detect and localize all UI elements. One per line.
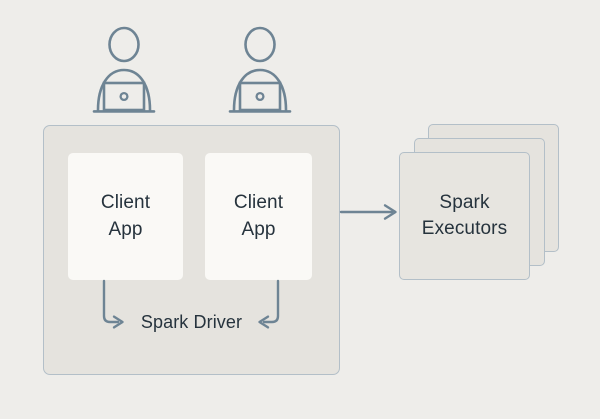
client-app-card[interactable]: Client App: [68, 153, 183, 280]
client-app-label-line1: Client: [100, 192, 151, 214]
spark-executors-label: Spark Executors: [400, 153, 529, 279]
executor-card-front[interactable]: Spark Executors: [399, 152, 530, 280]
spark-executors-label-line2: Executors: [421, 218, 508, 239]
client-app-label-line2: App: [108, 218, 143, 240]
spark-executors-label-line1: Spark: [439, 191, 490, 213]
client-app-label-line2: App: [241, 218, 276, 240]
person-with-laptop-glyph: [92, 26, 156, 113]
person-with-laptop-glyph: [228, 26, 292, 113]
spark-executors-stack[interactable]: Spark Executors: [399, 124, 559, 282]
person-with-laptop-icon: [222, 26, 298, 114]
person-with-laptop-icon: [86, 26, 162, 114]
spark-driver-label: Spark Driver: [140, 312, 243, 332]
client-app-label-line1: Client: [233, 192, 284, 214]
arrow-driver-to-executors: [339, 204, 397, 220]
client-app-card[interactable]: Client App: [205, 153, 312, 280]
